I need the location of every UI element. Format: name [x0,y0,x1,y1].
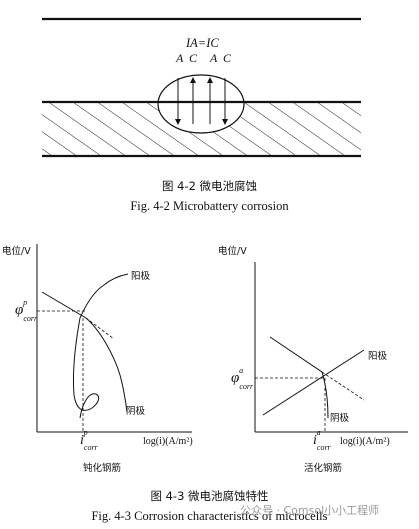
left-subcaption: 钝化钢筋 [83,463,122,474]
figure-4-3-caption-en: Fig. 4-3 Corrosion characteristics of mi… [91,509,328,523]
right-cathode-dash [321,371,365,401]
right-ylabel: 电位/V [218,246,247,257]
label-cathode-2: C [223,51,232,65]
right-anode-line [262,349,365,416]
figure-4-3-caption-zh: 图 4-3 微电池腐蚀特性 [150,489,269,503]
left-anode-curve [79,273,129,319]
current-equation: IA=IC [186,36,219,50]
figure-4-2-caption-en: Fig. 4-2 Microbattery corrosion [130,199,289,213]
left-plot [36,244,192,433]
left-passive-curve [72,317,100,419]
right-i-symbol: icorra [313,428,331,452]
right-phi-symbol: φcorra [231,366,254,391]
left-cathode-dash [85,317,115,340]
watermark-text: 公众号 · Comsol小小工程师 [240,504,380,517]
left-xlabel: log(i)(A/m²) [143,436,193,447]
figure-4-2-caption-zh: 图 4-2 微电池腐蚀 [161,179,258,193]
left-phi-symbol: φcorrp [15,298,38,323]
right-plot [254,262,408,433]
label-anode-1: A [176,51,184,65]
label-anode-2: A [210,51,218,65]
left-cathode-label: 阴极 [126,406,146,417]
left-cathode-curve [41,291,128,413]
right-cathode-line [269,336,329,419]
label-cathode-1: C [189,51,198,65]
right-subcaption: 活化钢筋 [304,463,343,474]
left-ylabel: 电位/V [2,246,31,257]
left-anode-label: 阳极 [131,271,151,282]
right-cathode-label: 阴极 [330,413,350,424]
microcell-ellipse [157,74,245,134]
right-anode-label: 阳极 [368,351,388,362]
right-xlabel: log(i)(A/m²) [340,436,390,447]
left-i-symbol: icorrp [80,428,98,452]
